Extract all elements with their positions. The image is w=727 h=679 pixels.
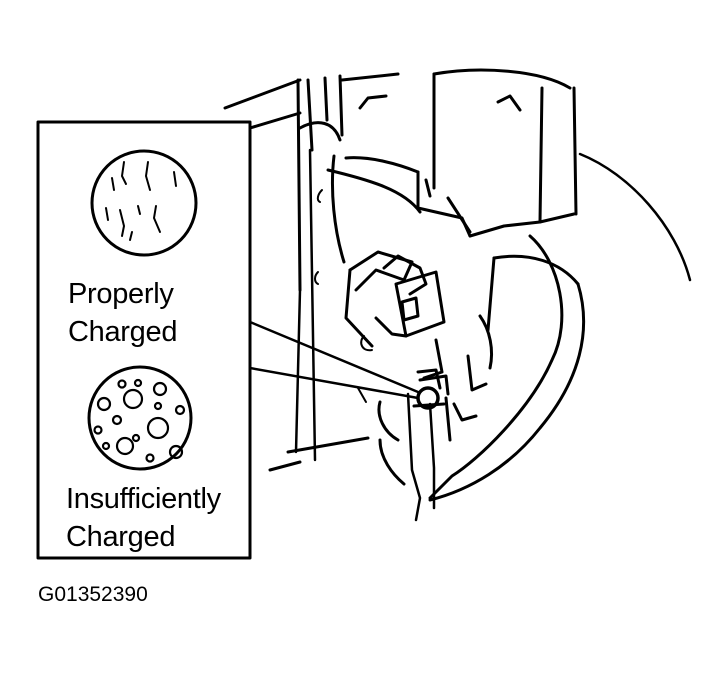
insufficiently-charged-label-line2: Charged (66, 521, 176, 553)
properly-charged-label-line2: Charged (68, 316, 178, 348)
figure-code: G01352390 (38, 583, 148, 606)
properly-charged-sight-glass-icon (90, 149, 198, 257)
callout-leader-lines (248, 320, 420, 400)
engine-bay-drawing (223, 68, 692, 522)
properly-charged-label-line1: Properly (68, 278, 174, 310)
insufficiently-charged-label-line1: Insufficiently (66, 483, 221, 515)
insufficiently-charged-sight-glass-icon (87, 365, 193, 471)
